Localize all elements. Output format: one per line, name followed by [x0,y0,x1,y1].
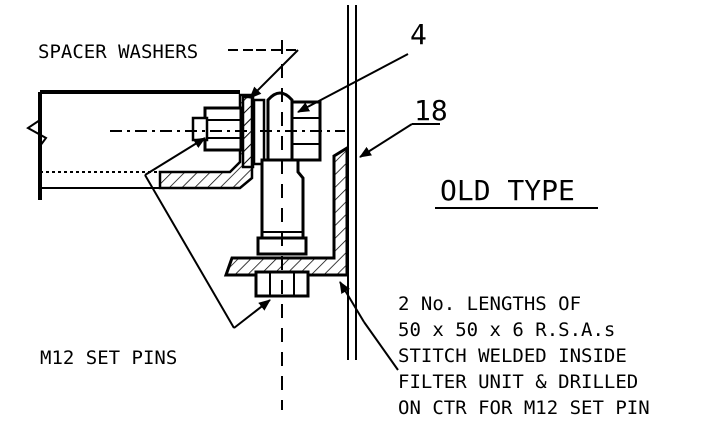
note-line: FILTER UNIT & DRILLED [398,371,638,393]
wall-angle-item-18 [223,145,349,277]
note-line: 2 No. LENGTHS OF [398,293,581,315]
spacer-washers-leader [228,49,299,99]
horizontal-beam [26,90,240,200]
old-type-label: OLD TYPE [440,174,575,207]
note-leader [339,281,399,371]
note-block: 2 No. LENGTHS OF 50 x 50 x 6 R.S.A.s STI… [398,293,650,419]
note-line: ON CTR FOR M12 SET PIN [398,397,650,419]
m12-set-pins-label: M12 SET PINS [40,347,177,369]
m12-set-pins-leaders [144,137,271,329]
note-line: 50 x 50 x 6 R.S.A.s [398,319,615,341]
spacer-washers-label: SPACER WASHERS [38,41,198,63]
note-line: STITCH WELDED INSIDE [398,345,627,367]
horizontal-set-pin [191,106,243,152]
item-4-label: 4 [410,18,427,51]
item-18-label: 18 [414,94,448,127]
item-18-leader [359,123,440,158]
item-4-leader [297,53,409,113]
